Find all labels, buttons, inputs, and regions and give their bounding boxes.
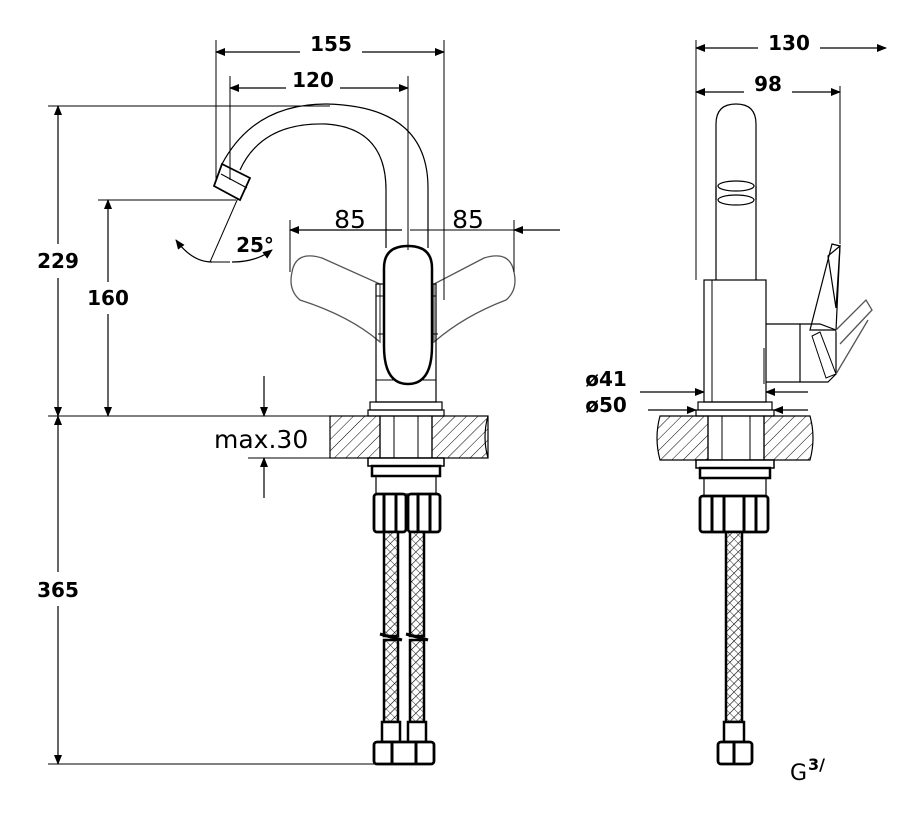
hose-connectors-front xyxy=(372,492,442,534)
spout-side xyxy=(715,103,757,280)
dim-120: 120 xyxy=(229,68,409,250)
dim-365: 365 xyxy=(37,415,380,765)
handle-ghost-right xyxy=(433,255,516,344)
dim-160-label: 160 xyxy=(87,286,129,310)
dim-85: 85 85 xyxy=(289,205,560,272)
dim-229: 229 xyxy=(37,105,370,417)
handle-side xyxy=(799,243,873,383)
connection-thread-label: G xyxy=(790,761,807,786)
dim-dia41-label: ø41 xyxy=(585,367,627,391)
hose-side xyxy=(716,530,754,766)
dim-98-label: 98 xyxy=(754,72,782,96)
faucet-body-side xyxy=(695,279,800,417)
dim-130-label: 130 xyxy=(768,31,810,55)
shank-side xyxy=(695,415,775,534)
dim-155-label: 155 xyxy=(310,32,352,56)
shank-front xyxy=(367,415,445,495)
front-view: 155 120 85 85 25° xyxy=(37,32,560,766)
spout-front xyxy=(212,103,429,248)
dim-angle: 25° xyxy=(175,197,274,263)
countertop-side xyxy=(656,415,814,461)
dim-dia41: ø41 xyxy=(585,348,808,396)
dim-229-label: 229 xyxy=(37,249,79,273)
dim-dia50-label: ø50 xyxy=(585,393,627,417)
hoses-front xyxy=(372,530,436,766)
dim-85-right-label: 85 xyxy=(452,205,484,234)
handle-ghost-left xyxy=(290,255,381,344)
dim-160: 160 xyxy=(87,199,236,417)
dim-85-left-label: 85 xyxy=(334,205,366,234)
connection-size: G 3/ xyxy=(790,755,825,786)
side-view: 130 98 ø41 ø50 G 3/ xyxy=(585,31,887,786)
dim-130: 130 xyxy=(695,31,887,280)
dim-365-label: 365 xyxy=(37,578,79,602)
dim-120-label: 120 xyxy=(292,68,334,92)
connection-fraction-label: 3/ xyxy=(808,755,825,774)
dim-max30-label: max.30 xyxy=(214,425,308,454)
dim-angle-label: 25° xyxy=(236,233,274,257)
dim-98: 98 xyxy=(695,72,841,244)
dim-max30: max.30 xyxy=(214,376,330,498)
dim-155: 155 xyxy=(215,32,445,300)
dim-dia50: ø50 xyxy=(585,393,808,417)
faucet-body-front xyxy=(367,244,445,417)
countertop-front xyxy=(329,415,489,459)
